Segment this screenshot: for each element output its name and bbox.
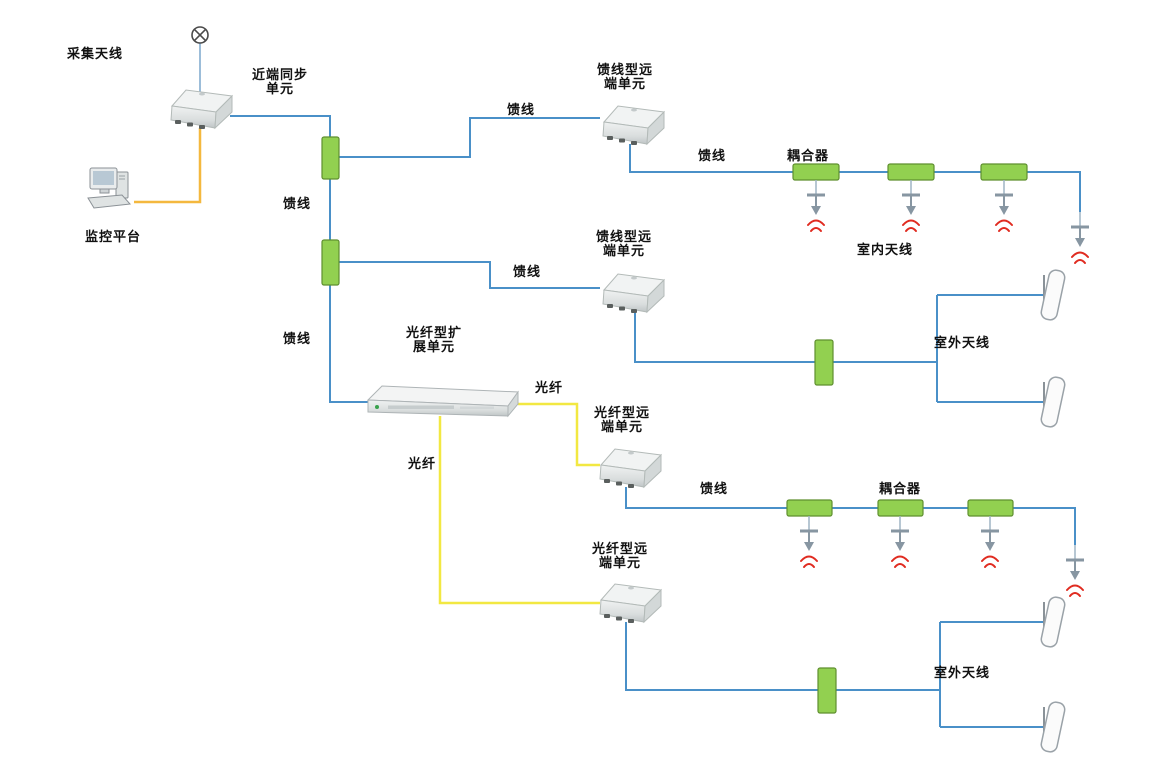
feeder-branch-outdoor-bottom — [836, 621, 1044, 728]
collect-antenna-label: 采集天线 — [66, 46, 124, 61]
feeder-remote-unit-2-device — [602, 273, 665, 314]
coupler-row1-3 — [980, 163, 1028, 181]
feeder-remote-unit-1-label: 馈线型远 端单元 — [596, 62, 654, 92]
feeder-label-3: 馈线 — [512, 264, 542, 279]
outdoor-antenna-4 — [1038, 699, 1068, 755]
fiber-remote-unit-2-label: 光纤型远 端单元 — [591, 541, 649, 571]
indoor-antenna-7 — [979, 514, 1001, 569]
feeder-label-2: 馈线 — [282, 196, 312, 211]
fiber-line-expansion-to-fiberremote2 — [438, 416, 600, 605]
fiber-remote-unit-1-device — [599, 448, 662, 489]
feeder-remote-unit-1-device — [602, 105, 665, 146]
indoor-antenna-3 — [993, 178, 1015, 233]
outdoor-antenna-label-1: 室外天线 — [933, 335, 991, 350]
coupler-row2-3 — [967, 499, 1014, 517]
collect-antenna-icon — [191, 26, 209, 44]
fiber-remote-unit-1-label: 光纤型远 端单元 — [593, 405, 651, 435]
fiber-line-expansion-to-fiberremote1 — [518, 402, 600, 467]
coupler-label-1: 耦合器 — [786, 148, 830, 163]
coupler-row1-2 — [887, 163, 935, 181]
coupler-row2-2 — [877, 499, 924, 517]
indoor-antenna-1 — [805, 178, 827, 233]
feeder-line-nearend-to-splitter1 — [230, 115, 331, 137]
fiber-remote-unit-2-device — [599, 583, 662, 624]
feeder-branch-outdoor-top — [833, 294, 1044, 403]
feeder-label-5: 馈线 — [697, 148, 727, 163]
outdoor-antenna-3 — [1038, 594, 1068, 650]
fiber-expansion-unit-device — [367, 385, 519, 417]
feeder-label-6: 馈线 — [699, 481, 729, 496]
outdoor-antenna-label-2: 室外天线 — [933, 665, 991, 680]
splitter-4 — [817, 667, 837, 714]
fiber-label-2: 光纤 — [407, 456, 437, 471]
splitter-1 — [321, 136, 340, 180]
indoor-antenna-4 — [1069, 210, 1091, 265]
fiber-expansion-unit-label: 光纤型扩 展单元 — [405, 325, 463, 355]
feeder-label-1: 馈线 — [506, 102, 536, 117]
feeder-line-splitter2-to-remote2 — [339, 261, 600, 289]
feeder-label-4: 馈线 — [282, 331, 312, 346]
fiber-label-1: 光纤 — [534, 380, 564, 395]
monitor-platform-label: 监控平台 — [84, 229, 142, 244]
indoor-antenna-5 — [798, 514, 820, 569]
coupler-row1-1 — [792, 163, 840, 181]
coupler-label-2: 耦合器 — [878, 481, 922, 496]
monitor-link-line — [134, 128, 202, 204]
feeder-line-splitter1-to-remote1 — [339, 117, 600, 158]
feeder-remote-unit-2-label: 馈线型远 端单元 — [595, 229, 653, 259]
indoor-antenna-2 — [900, 178, 922, 233]
feeder-trunk-indoor-row2 — [625, 487, 1076, 545]
near-end-sync-unit-label: 近端同步 单元 — [251, 67, 309, 97]
indoor-antenna-label: 室内天线 — [856, 242, 914, 257]
outdoor-antenna-1 — [1038, 267, 1068, 323]
indoor-antenna-6 — [889, 514, 911, 569]
feeder-line-fiberremote2-to-splitter4 — [625, 622, 818, 691]
feeder-trunk-indoor-row1 — [629, 144, 1081, 212]
feeder-line-splitter2-to-expansion — [329, 285, 368, 403]
splitter-2 — [321, 239, 340, 286]
feeder-line-remote2-to-splitter3 — [634, 312, 815, 363]
coupler-row2-1 — [786, 499, 833, 517]
indoor-antenna-8 — [1064, 543, 1086, 598]
monitor-platform-computer-icon — [87, 167, 131, 209]
splitter-3 — [814, 339, 834, 386]
near-end-sync-unit-device — [170, 89, 233, 130]
outdoor-antenna-2 — [1038, 374, 1068, 430]
